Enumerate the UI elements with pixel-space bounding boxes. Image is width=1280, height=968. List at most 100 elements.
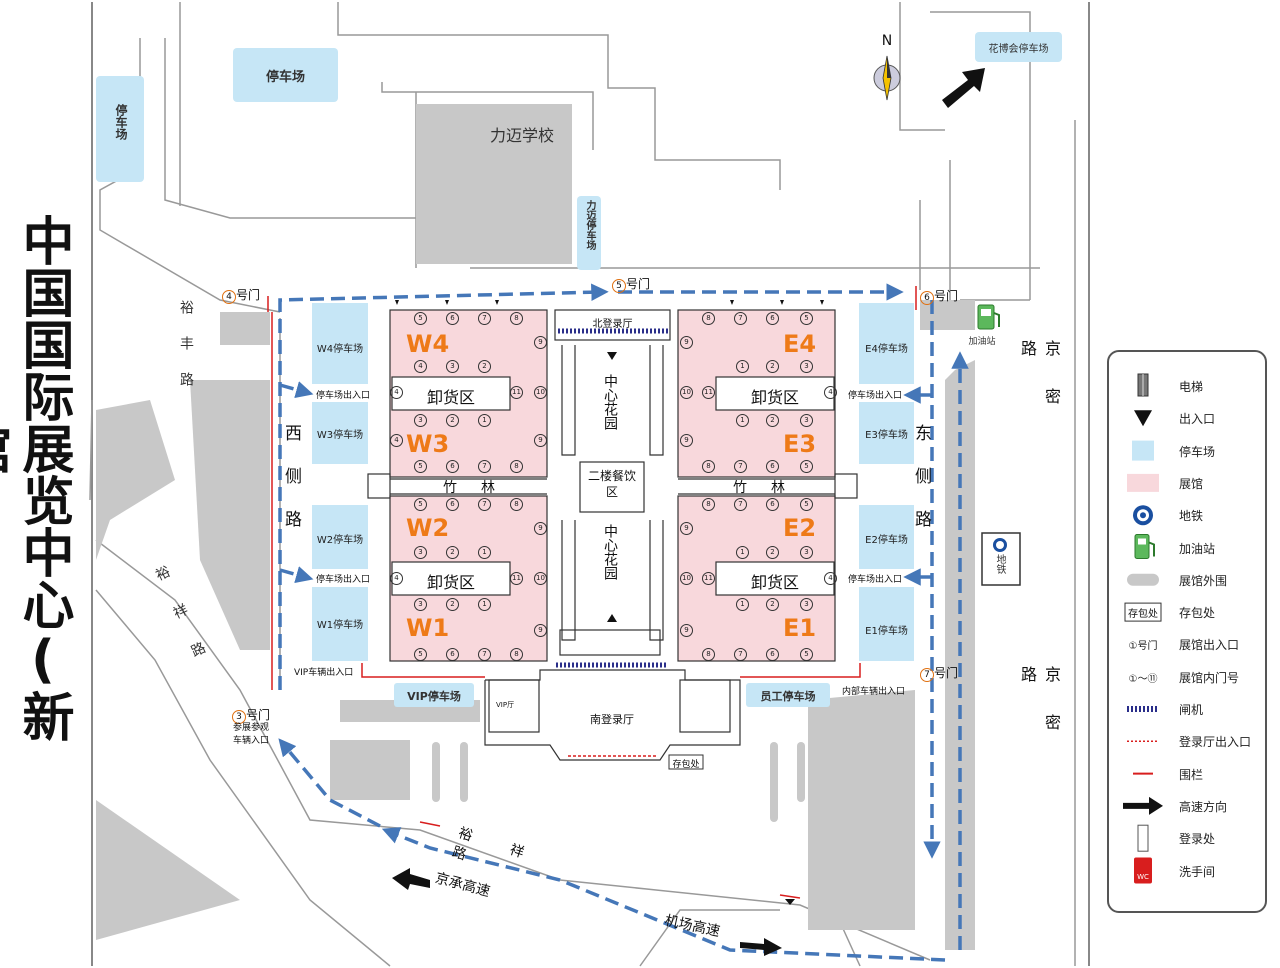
door-number-4-30: 4	[390, 572, 403, 585]
gate-6-number: 6	[920, 291, 934, 305]
door-number-7-54: 7	[734, 460, 747, 473]
legend-label-13: 高速方向	[1179, 799, 1228, 814]
road-jingmi-south: 京密路	[1018, 666, 1061, 762]
gate-3-label: 号门	[246, 708, 271, 722]
door-number-8-58: 8	[702, 498, 715, 511]
door-number-11-45: 11	[702, 386, 715, 399]
door-number-4-68: 4	[824, 572, 837, 585]
label-parking-left: 停车场	[114, 104, 128, 140]
map-title: 中国国际展览中心(新馆)	[0, 214, 73, 742]
perimeter-swatch-icon	[1127, 573, 1159, 586]
perimeter-areas	[96, 104, 975, 950]
restroom-icon-text: WC	[1137, 872, 1149, 881]
door-number-6-21: 6	[446, 498, 459, 511]
gate-3-number: 3	[232, 710, 246, 724]
vip-entry-note: VIP车辆出入口	[294, 668, 354, 678]
gate-7-number: 7	[920, 668, 934, 682]
legend-label-5: 加油站	[1179, 541, 1216, 556]
door-number-3-48: 3	[800, 360, 813, 373]
school-building	[416, 104, 572, 264]
unloading-e4e3: 卸货区	[750, 388, 799, 407]
legend-label-12: 围栏	[1179, 767, 1204, 782]
door-number-1-69: 1	[736, 598, 749, 611]
door-number-5-0: 5	[414, 312, 427, 325]
road-west-side: 西侧路	[281, 424, 301, 553]
road-east-side: 东侧路	[911, 424, 931, 553]
label-parking-school: 力迈停车场	[584, 200, 595, 250]
parking-staff	[746, 683, 830, 707]
door-number-5-75: 5	[800, 648, 813, 661]
door-number-9-4: 9	[534, 336, 547, 349]
subway-icon	[1133, 505, 1153, 526]
door-number-9-76: 9	[680, 624, 693, 637]
gate-6-label: 号门	[934, 289, 959, 303]
door-number-9-43: 9	[680, 336, 693, 349]
map-frame	[91, 2, 1090, 966]
label-parking-top: 停车场	[265, 70, 305, 85]
parking-left	[96, 76, 144, 182]
label-bamboo-e-2: 林	[771, 480, 785, 496]
storage-box	[668, 754, 704, 770]
label-school: 力迈学校	[489, 126, 554, 145]
parking-vip	[394, 683, 474, 707]
gate-4-number: 4	[222, 290, 236, 304]
turnstiles	[556, 328, 668, 668]
door-number-7-40: 7	[734, 312, 747, 325]
door-number-3-27: 3	[414, 546, 427, 559]
hall-code-e1: E1	[783, 614, 817, 642]
entrances	[395, 300, 824, 905]
door-number-11-26: 11	[510, 572, 523, 585]
door-number-6-41: 6	[766, 312, 779, 325]
road-jingmi-north: 京密路	[1018, 340, 1061, 436]
parking-w4	[312, 303, 368, 384]
gate-number-icon-text: ①号门	[1128, 641, 1158, 653]
door-number-11-64: 11	[702, 572, 715, 585]
door-number-7-22: 7	[478, 498, 491, 511]
label-parking-expo: 花博会停车场	[988, 44, 1049, 55]
legend-icons	[1123, 373, 1163, 884]
hall-code-e4: E4	[783, 330, 817, 358]
visitor-entry-note: 参展参观 车辆入口	[226, 722, 276, 748]
door-number-5-34: 5	[414, 648, 427, 661]
parking-entry-e2e1: 停车场出入口	[848, 575, 903, 585]
storage-box-icon-text: 存包处	[1128, 609, 1158, 621]
parking-expo	[975, 32, 1062, 62]
door-number-9-24: 9	[534, 522, 547, 535]
parking-entry-w4w3: 停车场出入口	[316, 391, 371, 401]
door-number-8-72: 8	[702, 648, 715, 661]
door-number-9-62: 9	[680, 522, 693, 535]
hall-code-w3: W3	[406, 430, 450, 458]
door-number-5-61: 5	[800, 498, 813, 511]
label-dining: 二楼餐饮区	[588, 469, 637, 499]
door-number-7-17: 7	[478, 460, 491, 473]
gate-5-number: 5	[612, 279, 626, 293]
door-number-4-11: 4	[390, 434, 403, 447]
door-number-6-60: 6	[766, 498, 779, 511]
label-south-hall: 南登录厅	[590, 713, 634, 726]
road-yufeng: 裕丰路	[178, 300, 194, 408]
legend-label-15: 洗手间	[1179, 864, 1216, 879]
parking-e2	[859, 505, 914, 569]
door-number-6-55: 6	[766, 460, 779, 473]
legend-label-3: 展馆	[1179, 476, 1204, 491]
door-number-10-44: 10	[680, 386, 693, 399]
internal-entry-note: 内部车辆出入口	[842, 687, 906, 697]
parking-e1	[859, 587, 914, 661]
door-number-2-51: 2	[766, 414, 779, 427]
legend-label-9: 展馆内门号	[1179, 670, 1240, 685]
door-number-2-66: 2	[766, 546, 779, 559]
door-number-9-38: 9	[534, 624, 547, 637]
label-subway: 地铁	[994, 554, 1005, 574]
door-number-4-7: 4	[414, 360, 427, 373]
label-vip-hall: VIP厅	[496, 701, 515, 709]
arrow-icon	[1123, 796, 1163, 815]
label-vip-parking: VIP停车场	[407, 690, 461, 703]
legend-label-1: 出入口	[1179, 412, 1216, 427]
hall-swatch-icon	[1127, 473, 1159, 492]
legend-label-10: 闸机	[1179, 703, 1204, 717]
door-number-5-42: 5	[800, 312, 813, 325]
door-number-9-19: 9	[534, 434, 547, 447]
registration-icon	[1137, 824, 1149, 852]
hall-code-w2: W2	[406, 514, 450, 542]
